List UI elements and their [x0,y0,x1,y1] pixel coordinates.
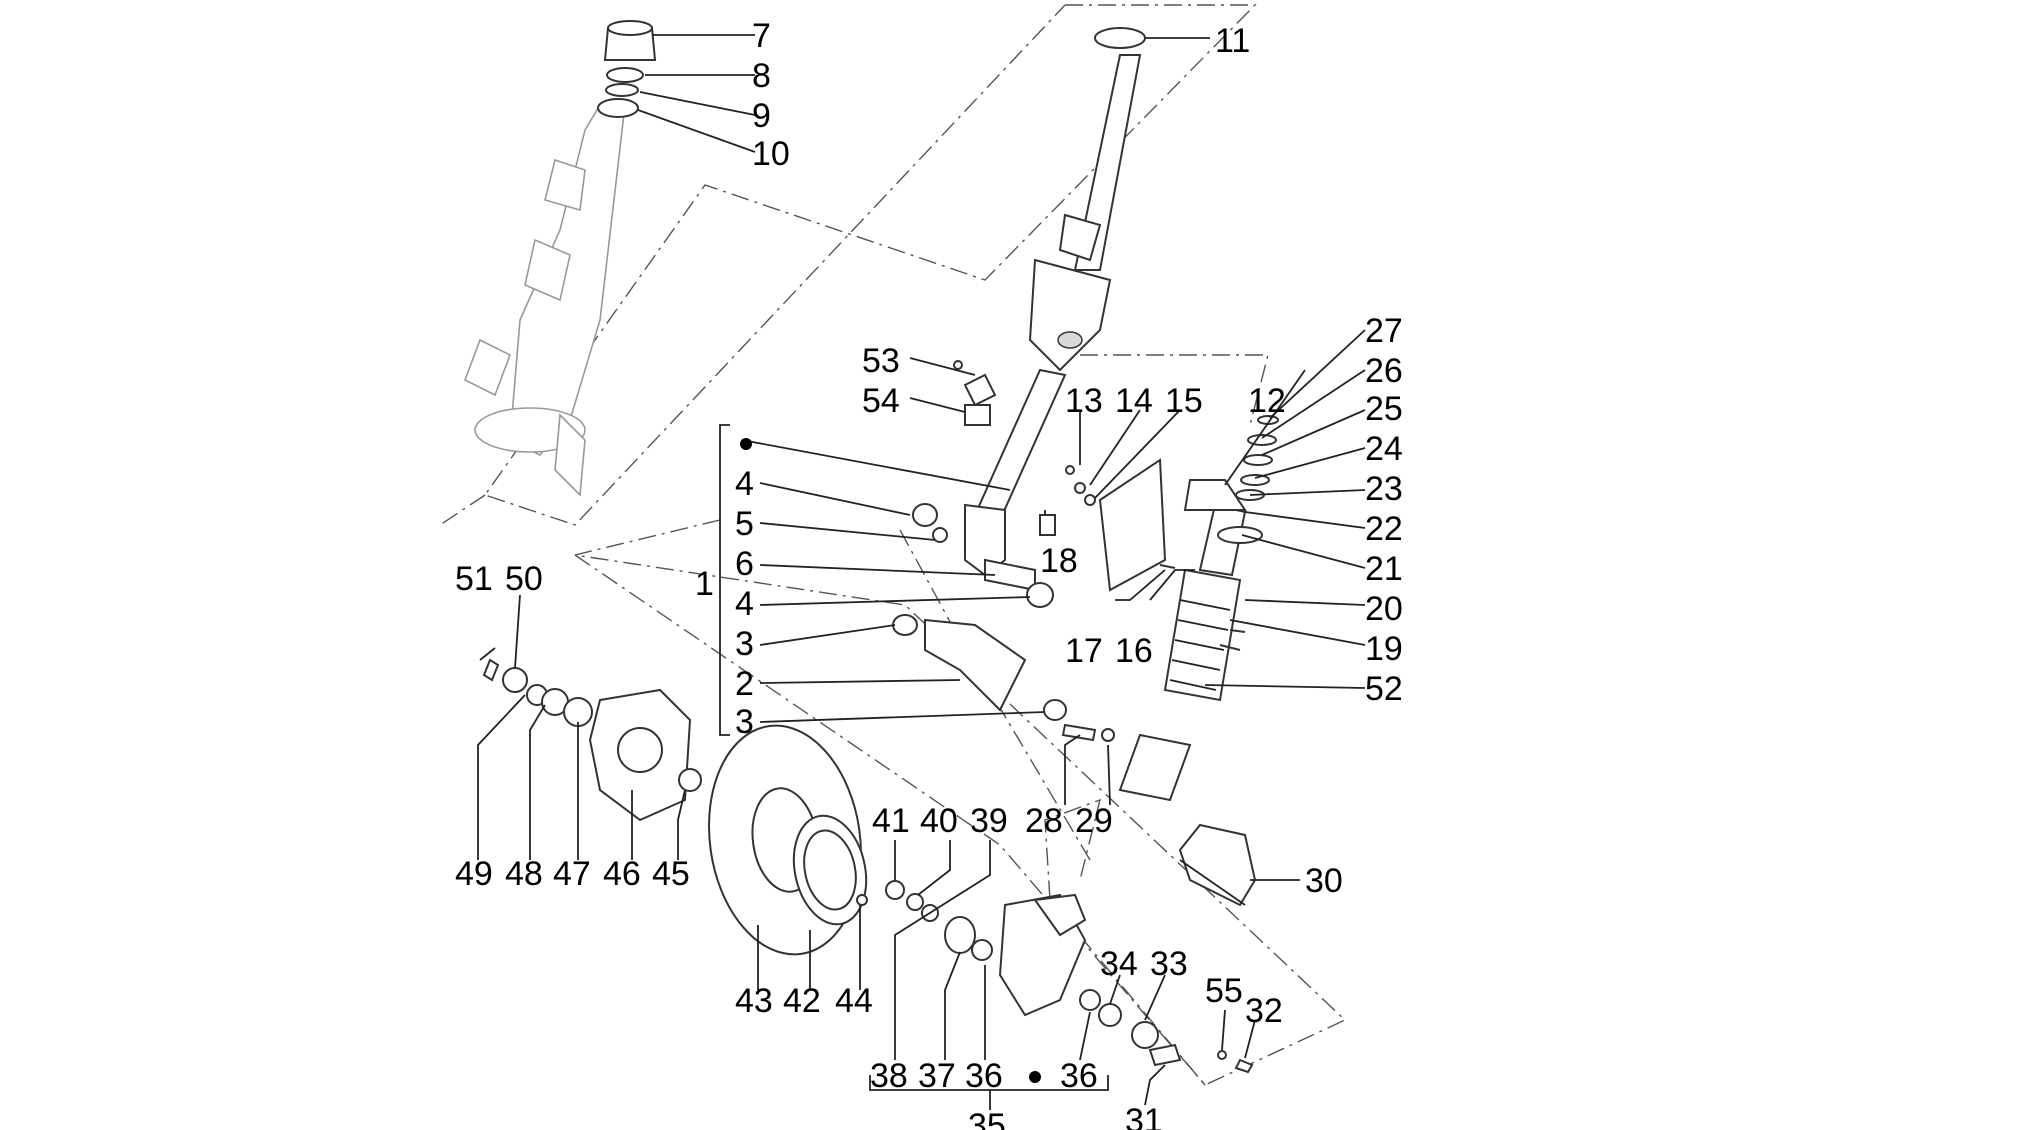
steering-column-frame [463,104,626,497]
bolt-and-washer [1061,723,1115,742]
part-number-labels: 1 2 3 3 4 4 5 6 7 8 9 10 11 12 13 14 15 … [455,17,1403,1130]
label-16: 16 [1115,632,1153,670]
label-7: 7 [752,17,771,55]
label-55: 55 [1205,972,1243,1010]
label-50: 50 [505,560,543,598]
label-53: 53 [862,342,900,380]
label-44: 44 [835,982,873,1020]
label-18: 18 [1040,542,1078,580]
label-1: 1 [695,565,714,603]
label-30: 30 [1305,862,1343,900]
label-46: 46 [603,855,641,893]
bracket-and-hardware [1039,415,1279,651]
label-47: 47 [553,855,591,893]
label-3-a: 3 [735,625,754,663]
tone-wheel [792,814,868,926]
label-48: 48 [505,855,543,893]
label-21: 21 [1365,550,1403,588]
leader-lines [477,34,1366,1110]
wheel-hub [482,658,702,822]
label-4-b: 4 [735,585,754,623]
label-52: 52 [1365,670,1403,708]
label-37: 37 [918,1057,956,1095]
label-35: 35 [968,1107,1006,1130]
label-24: 24 [1365,430,1403,468]
label-49: 49 [455,855,493,893]
label-6: 6 [735,545,754,583]
label-26: 26 [1365,352,1403,390]
label-12: 12 [1248,382,1286,420]
label-4-a: 4 [735,465,754,503]
label-10: 10 [752,135,790,173]
label-54: 54 [862,382,900,420]
label-5: 5 [735,505,754,543]
label-42: 42 [783,982,821,1020]
label-31: 31 [1125,1102,1163,1130]
steering-stem-fork [964,27,1146,577]
label-32: 32 [1245,992,1283,1030]
label-39: 39 [970,802,1008,840]
label-19: 19 [1365,630,1403,668]
label-34: 34 [1100,945,1138,983]
rubber-boot [1178,823,1257,907]
reference-dot-lower [1029,1071,1041,1083]
label-29: 29 [1075,802,1113,840]
label-17: 17 [1065,632,1103,670]
label-2: 2 [735,665,754,703]
label-13: 13 [1065,382,1103,420]
label-23: 23 [1365,470,1403,508]
label-28: 28 [1025,802,1063,840]
label-51: 51 [455,560,493,598]
label-15: 15 [1165,382,1203,420]
reference-dot-upper [740,438,752,450]
label-43: 43 [735,982,773,1020]
label-3-b: 3 [735,703,754,741]
label-27: 27 [1365,312,1403,350]
clip-and-bush [953,360,997,426]
label-40: 40 [920,802,958,840]
label-8: 8 [752,57,771,95]
label-20: 20 [1365,590,1403,628]
label-11: 11 [1215,22,1250,60]
label-9: 9 [752,97,771,135]
swing-arm-group [892,503,1067,721]
label-36-b: 36 [1060,1057,1098,1095]
label-14: 14 [1115,382,1153,420]
label-22: 22 [1365,510,1403,548]
label-38: 38 [870,1057,908,1095]
top-nut-stack [597,20,657,118]
label-41: 41 [872,802,910,840]
label-25: 25 [1365,390,1403,428]
label-45: 45 [652,855,690,893]
bearing-stack [856,880,1254,1074]
label-33: 33 [1150,945,1188,983]
label-36-a: 36 [965,1057,1003,1095]
shock-absorber [1118,503,1247,802]
